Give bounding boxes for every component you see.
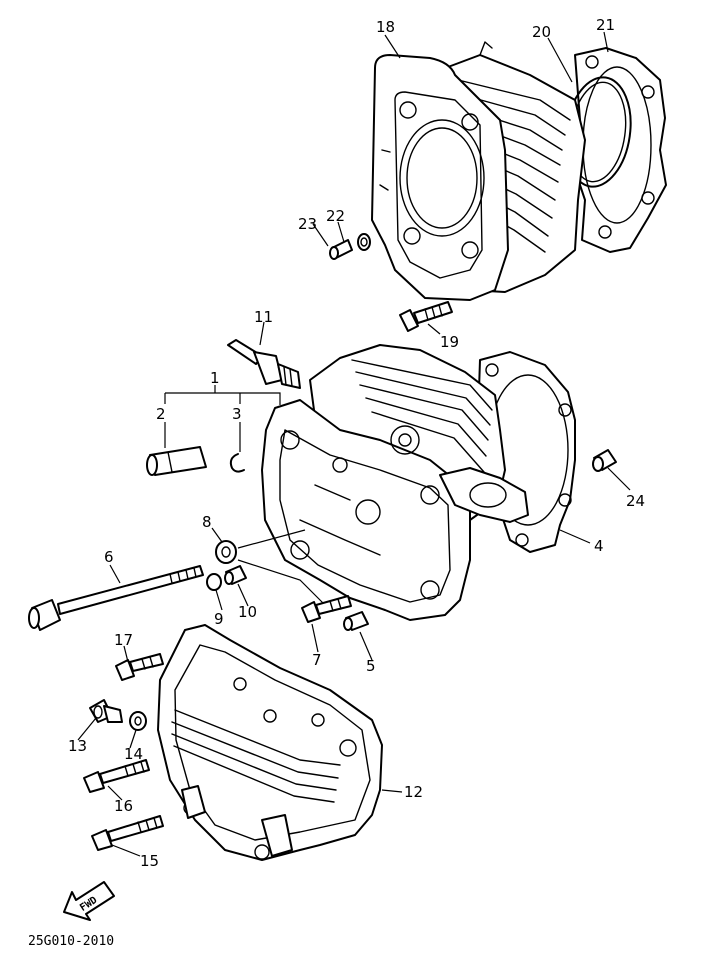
part-spark-plug — [227, 339, 301, 389]
callout-4: 4 — [594, 537, 604, 555]
fwd-direction-badge: FWD — [63, 881, 115, 921]
part-bolt-19 — [399, 301, 453, 332]
part-plug-13 — [89, 699, 123, 723]
part-washer-14 — [129, 711, 147, 731]
callout-11: 11 — [254, 308, 273, 326]
callout-21: 21 — [596, 16, 615, 34]
part-circlip — [229, 453, 245, 473]
callout-24: 24 — [626, 492, 645, 510]
callout-20: 20 — [532, 23, 551, 41]
callout-14: 14 — [124, 745, 143, 763]
callout-5: 5 — [366, 657, 376, 675]
callout-12: 12 — [404, 783, 423, 801]
callout-2: 2 — [156, 405, 166, 423]
callout-7: 7 — [312, 651, 322, 669]
part-dowel-pin-24 — [592, 449, 617, 472]
callout-8: 8 — [202, 513, 212, 531]
callout-1: 1 — [210, 369, 220, 387]
callout-6: 6 — [104, 548, 114, 566]
leader-lines — [77, 31, 631, 857]
part-valve-guide — [146, 446, 207, 476]
callout-13: 13 — [68, 737, 87, 755]
callout-3: 3 — [232, 405, 242, 423]
part-long-bolt — [28, 565, 204, 631]
part-dowel-pin-23 — [329, 239, 353, 260]
part-dowel-5 — [343, 611, 369, 631]
callout-10: 10 — [238, 603, 257, 621]
part-bolt-17 — [115, 653, 164, 681]
callout-19: 19 — [440, 333, 459, 351]
part-head-cover — [157, 624, 383, 861]
callout-17: 17 — [114, 631, 133, 649]
part-washer-8 — [215, 540, 237, 564]
part-cylinder — [371, 41, 586, 301]
part-bolt-7 — [301, 595, 352, 623]
callout-labels: 1 2 3 4 5 6 7 8 9 10 11 12 13 14 15 16 1… — [68, 16, 645, 870]
part-bolt-16 — [83, 759, 150, 793]
callout-18: 18 — [376, 18, 395, 36]
part-cylinder-head — [261, 344, 529, 621]
figure-code: 25G010-2010 — [28, 934, 114, 949]
callout-9: 9 — [214, 610, 224, 628]
part-ring-9 — [206, 573, 222, 591]
callout-22: 22 — [326, 207, 345, 225]
part-cylinder-base-gasket — [574, 47, 667, 253]
part-bolt-15 — [91, 815, 164, 851]
part-dowel-pin-22 — [357, 233, 371, 251]
callout-16: 16 — [114, 797, 133, 815]
callout-23: 23 — [298, 215, 317, 233]
callout-15: 15 — [140, 852, 159, 870]
part-bush-10 — [224, 565, 247, 585]
